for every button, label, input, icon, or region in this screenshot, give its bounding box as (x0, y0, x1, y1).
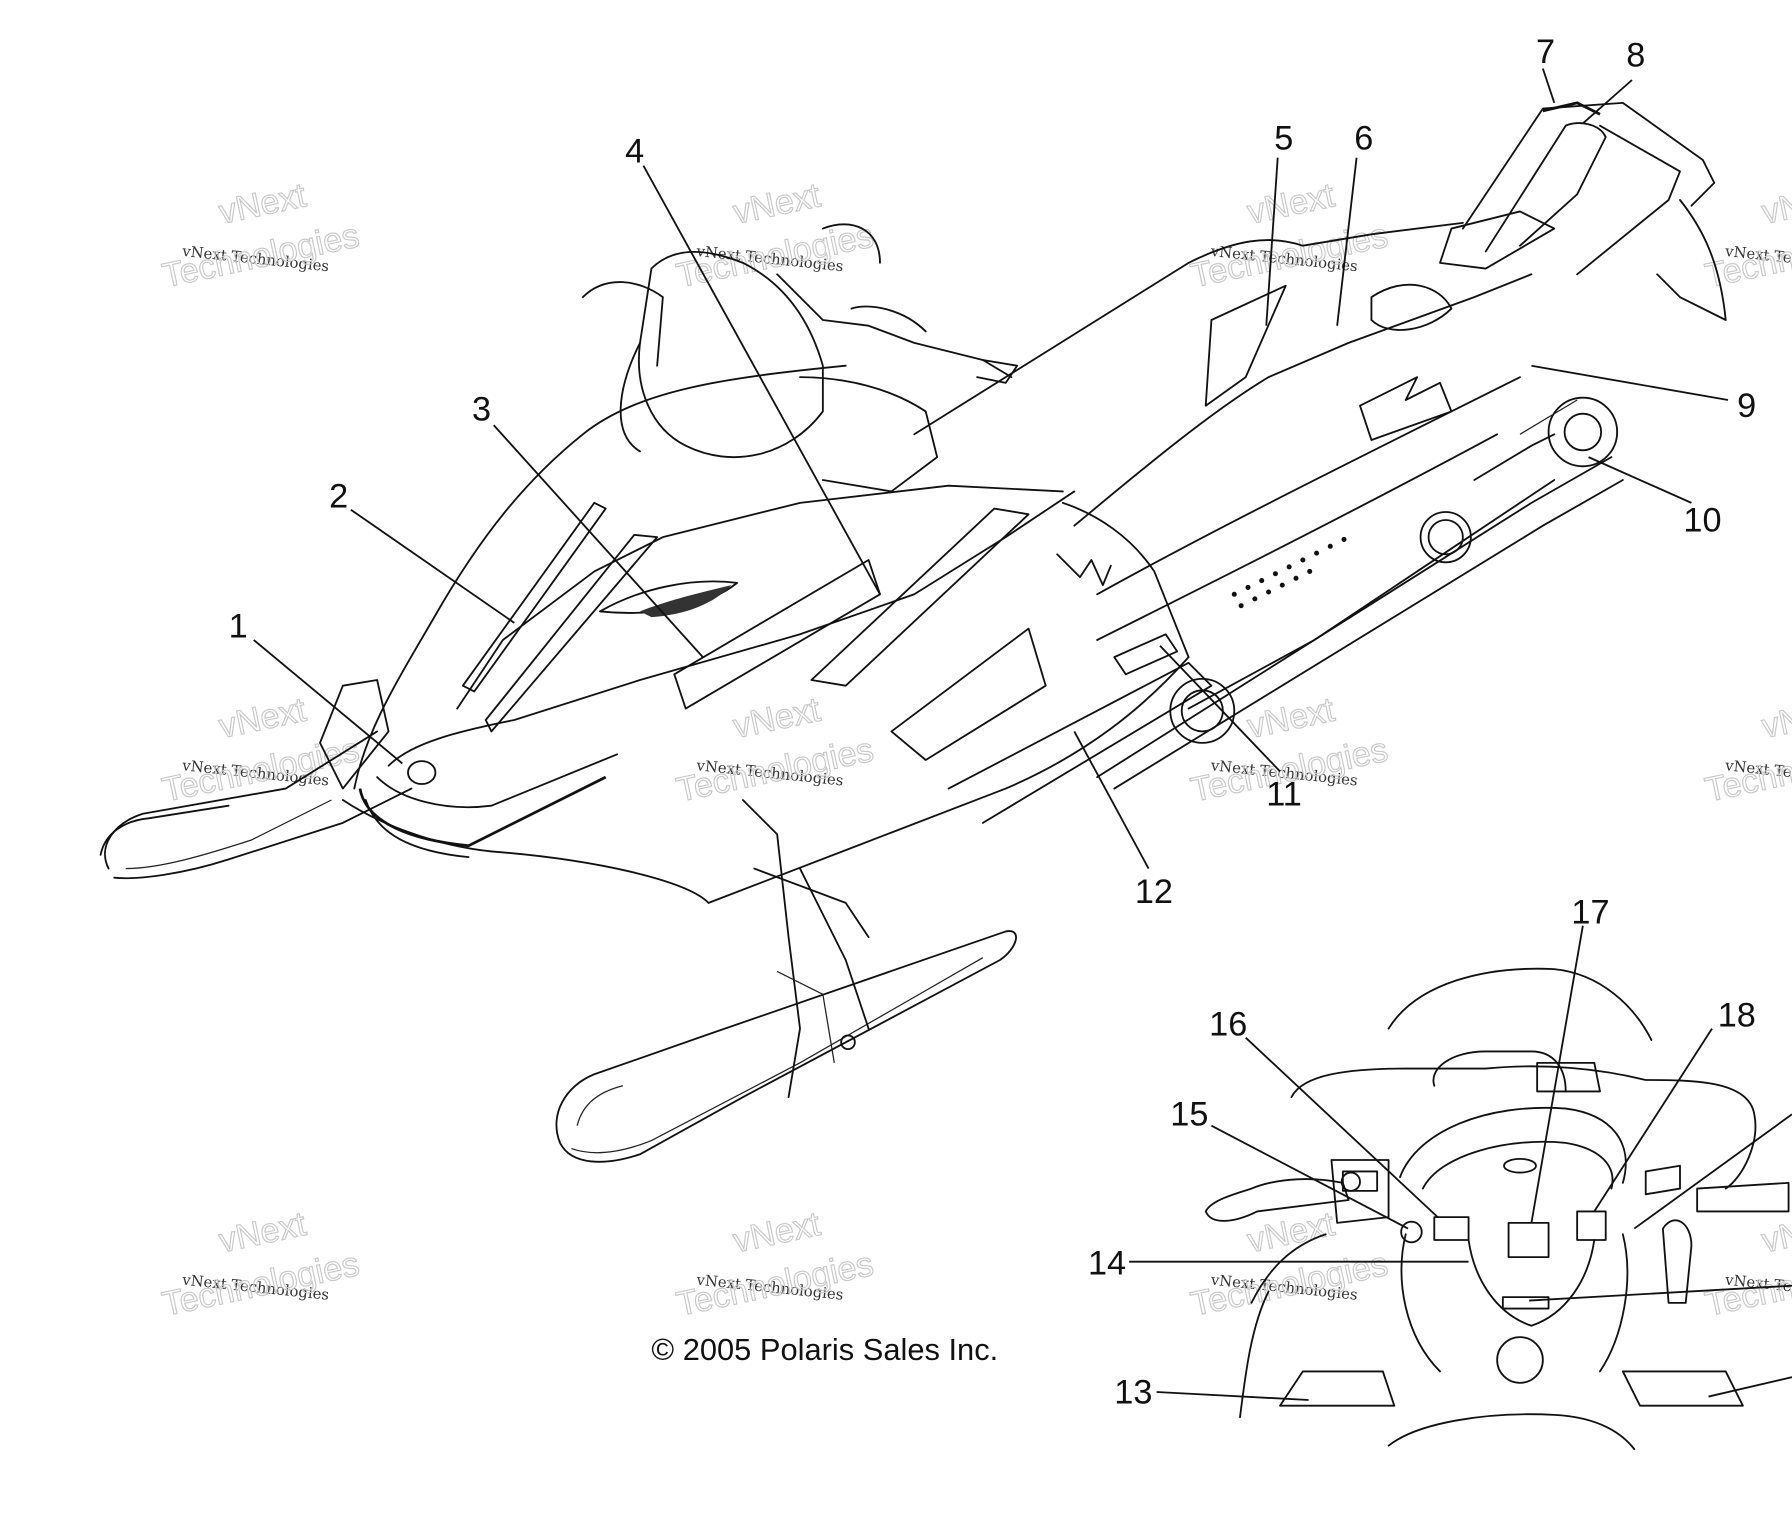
svg-text:Technologies: Technologies (1188, 1245, 1392, 1324)
svg-text:vNext: vNext (1758, 176, 1792, 231)
callout-6: 6 (1354, 120, 1373, 158)
leader-line-17 (1530, 925, 1584, 1224)
svg-text:vNext: vNext (730, 1205, 824, 1260)
svg-text:vNext: vNext (730, 691, 824, 746)
right-ski (555, 930, 1017, 1163)
decal-18 (1576, 1210, 1607, 1241)
watermark: vNext vNext Technologies Technologies (158, 176, 363, 296)
dash-inset-illustration (1204, 967, 1790, 1451)
tunnel-holes (1231, 536, 1347, 609)
callout-10: 10 (1683, 501, 1721, 539)
svg-text:vNext: vNext (1244, 691, 1338, 746)
left-ski (99, 679, 413, 880)
leader-line-13-left (1156, 1391, 1309, 1401)
leader-line-15 (1211, 1124, 1409, 1230)
decal-12 (1113, 633, 1179, 676)
leader-line-4 (642, 165, 881, 595)
leader-line-18-right (1633, 1113, 1792, 1230)
callout-3: 3 (472, 391, 491, 429)
leader-line-9 (1531, 364, 1729, 401)
callout-1: 1 (229, 608, 248, 646)
svg-text:Technologies: Technologies (673, 217, 877, 296)
callout-16: 16 (1209, 1005, 1247, 1043)
track (1096, 396, 1624, 790)
watermark: vNext vNext Technologies Technologies (1701, 1204, 1792, 1324)
callout-8: 8 (1626, 36, 1645, 74)
watermark: vNext vNext Technologies Technologies (673, 176, 878, 296)
callout-12: 12 (1135, 873, 1173, 911)
decal-2-stripe (461, 501, 607, 693)
watermark: vNext vNext Technologies Technologies (1701, 690, 1792, 810)
decal-17 (1507, 1221, 1550, 1259)
svg-text:vNext: vNext (216, 1205, 310, 1260)
leader-line-14-right (1529, 1284, 1792, 1302)
callout-13: 13 (1114, 1373, 1152, 1411)
callout-14: 14 (1088, 1244, 1126, 1282)
leader-line-5 (1265, 157, 1279, 326)
svg-text:vNext: vNext (1244, 176, 1338, 231)
svg-text:vNext: vNext (216, 691, 310, 746)
svg-text:Technologies: Technologies (159, 217, 363, 296)
decal-16 (1433, 1216, 1470, 1241)
watermark: vNext vNext Technologies Technologies (1701, 176, 1792, 296)
watermark: vNext vNext Technologies Technologies (158, 690, 363, 810)
windshield (581, 251, 939, 493)
callout-18: 18 (1718, 996, 1756, 1034)
decal-13-right (1621, 1370, 1744, 1407)
svg-text:Technologies: Technologies (673, 731, 877, 810)
leader-line-18 (1593, 1028, 1713, 1212)
leader-line-7 (1541, 68, 1556, 104)
svg-text:vNext: vNext (1758, 1205, 1792, 1260)
leader-line-2 (350, 508, 515, 624)
svg-text:Technologies: Technologies (1188, 217, 1392, 296)
decal-side-1 (810, 507, 1030, 687)
leader-line-11 (1159, 645, 1281, 773)
leader-line-10 (1588, 456, 1692, 504)
callout-4: 4 (625, 132, 644, 170)
leader-line-1 (253, 639, 403, 765)
watermarks: vNext vNext Technologies Technologies vN… (158, 176, 1792, 1325)
watermark: vNext vNext Technologies Technologies (673, 1204, 878, 1324)
seat-tunnel (913, 210, 1556, 641)
svg-text:Technologies: Technologies (159, 731, 363, 810)
callout-9: 9 (1737, 387, 1756, 425)
callouts: 1 2 3 4 5 6 7 8 9 10 11 12 13 14 15 16 1… (229, 33, 1757, 1412)
svg-text:vNext: vNext (1758, 691, 1792, 746)
svg-text:Technologies: Technologies (673, 1245, 877, 1324)
svg-text:vNext: vNext (216, 176, 310, 231)
watermark: vNext vNext Technologies Technologies (158, 1204, 363, 1324)
leader-line-8 (1582, 79, 1633, 125)
front-suspension (741, 799, 870, 1099)
callout-11: 11 (1266, 776, 1302, 814)
leader-line-16 (1245, 1037, 1439, 1218)
svg-text:vNext: vNext (730, 176, 824, 231)
hood (341, 364, 1076, 904)
callout-7: 7 (1536, 33, 1555, 71)
copyright-notice: © 2005 Polaris Sales Inc. (651, 1332, 998, 1367)
callout-15: 15 (1170, 1096, 1208, 1134)
rear-rack (1461, 101, 1727, 321)
decal-13-left (1279, 1370, 1396, 1407)
callout-2: 2 (329, 477, 348, 515)
decal-5 (1204, 284, 1287, 407)
decal-side-2 (890, 627, 1047, 761)
leader-line-12 (1073, 730, 1150, 870)
leader-lines (253, 68, 1792, 1401)
callout-5: 5 (1274, 120, 1293, 158)
svg-text:Technologies: Technologies (159, 1245, 363, 1324)
callout-17: 17 (1571, 893, 1609, 931)
leader-line-3 (493, 424, 704, 658)
leader-line-6 (1336, 157, 1358, 326)
snowmobile-illustration (99, 101, 1727, 1163)
leader-line-13-right (1708, 1376, 1792, 1398)
side-panel (707, 501, 1213, 904)
